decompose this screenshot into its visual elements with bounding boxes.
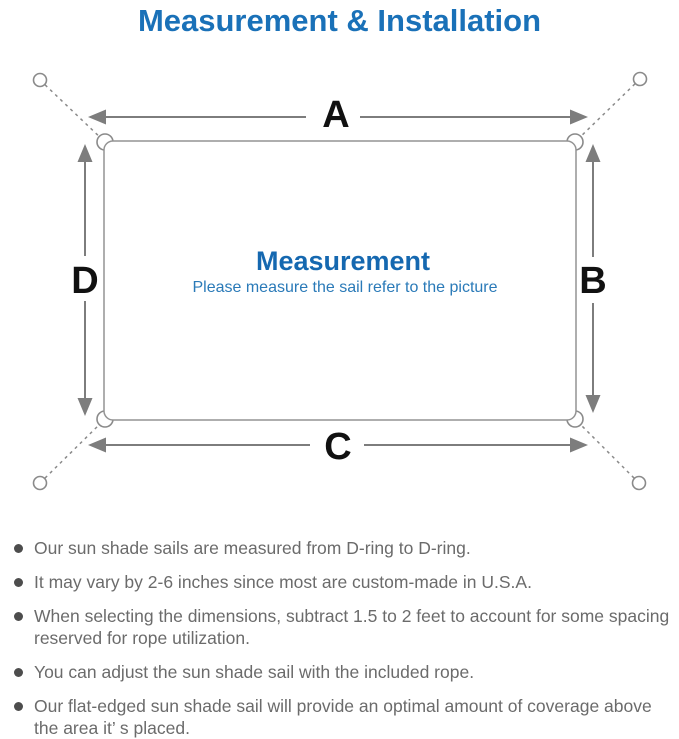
bullet-icon bbox=[14, 578, 23, 587]
rope-line-bottom-left bbox=[39, 418, 106, 484]
anchor-point-icon-bottom-right bbox=[631, 475, 647, 491]
note-text: You can adjust the sun shade sail with t… bbox=[34, 662, 475, 682]
anchor-point-icon-top-right bbox=[632, 71, 648, 87]
arrow-a-right-head-icon bbox=[570, 109, 588, 125]
bullet-icon bbox=[14, 612, 23, 621]
note-item: You can adjust the sun shade sail with t… bbox=[13, 661, 673, 683]
rope-line-top-right bbox=[574, 78, 641, 143]
note-text: It may vary by 2-6 inches since most are… bbox=[34, 572, 532, 592]
side-label-b: B bbox=[579, 260, 606, 302]
arrow-b-up-head-icon bbox=[585, 144, 601, 162]
note-text: Our flat-edged sun shade sail will provi… bbox=[34, 696, 652, 738]
bullet-icon bbox=[14, 668, 23, 677]
bullet-icon bbox=[14, 702, 23, 711]
arrow-d-up-head-icon bbox=[77, 144, 93, 162]
measurement-diagram: A B C D Measurement Please measure the s… bbox=[32, 71, 648, 491]
side-label-a: A bbox=[322, 94, 349, 136]
note-item: When selecting the dimensions, subtract … bbox=[13, 605, 673, 649]
sail-outline bbox=[103, 140, 577, 421]
bullet-icon bbox=[14, 544, 23, 553]
page-title: Measurement & Installation bbox=[137, 3, 542, 38]
note-text: Our sun shade sails are measured from D-… bbox=[34, 538, 471, 558]
notes-list: Our sun shade sails are measured from D-… bbox=[13, 530, 673, 739]
arrow-a-left-head-icon bbox=[88, 109, 106, 125]
rope-line-top-left bbox=[39, 79, 106, 143]
arrow-b-down-head-icon bbox=[585, 395, 601, 413]
diagram-center-heading: Measurement bbox=[256, 246, 430, 276]
note-text: When selecting the dimensions, subtract … bbox=[34, 606, 670, 648]
arrow-d-down-head-icon bbox=[77, 398, 93, 416]
arrow-c-right-head-icon bbox=[570, 437, 588, 453]
rope-line-bottom-right bbox=[574, 418, 640, 484]
anchor-point-icon-top-left bbox=[32, 72, 48, 88]
note-item: It may vary by 2-6 inches since most are… bbox=[13, 571, 673, 593]
side-label-d: D bbox=[71, 260, 98, 302]
side-label-c: C bbox=[324, 426, 351, 468]
anchor-point-icon-bottom-left bbox=[32, 475, 48, 491]
note-item: Our flat-edged sun shade sail will provi… bbox=[13, 695, 673, 739]
arrow-c-left-head-icon bbox=[88, 437, 106, 453]
diagram-center-note: Please measure the sail refer to the pic… bbox=[192, 279, 497, 296]
note-item: Our sun shade sails are measured from D-… bbox=[13, 537, 673, 559]
